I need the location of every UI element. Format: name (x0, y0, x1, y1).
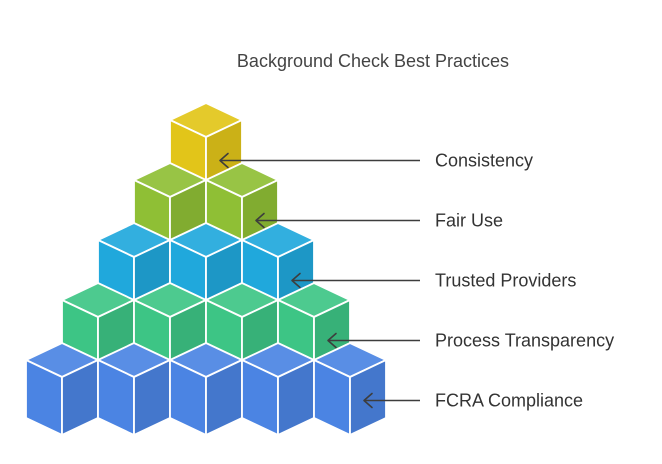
level-label: Consistency (435, 151, 533, 171)
level-label: Process Transparency (435, 331, 614, 351)
cube (169, 342, 243, 436)
level-label: FCRA Compliance (435, 391, 583, 411)
arrow-left-icon (291, 272, 301, 289)
diagram-title: Background Check Best Practices (237, 51, 509, 71)
cube (241, 342, 315, 436)
arrow-left-icon (255, 212, 265, 229)
cube (25, 342, 99, 436)
arrow-left-icon (219, 152, 229, 169)
cube (313, 342, 387, 436)
cube (97, 342, 171, 436)
level-label: Fair Use (435, 211, 503, 231)
arrow-left-icon (327, 332, 337, 349)
cube-pyramid (25, 102, 387, 436)
level-label: Trusted Providers (435, 271, 576, 291)
arrow-left-icon (363, 392, 373, 409)
